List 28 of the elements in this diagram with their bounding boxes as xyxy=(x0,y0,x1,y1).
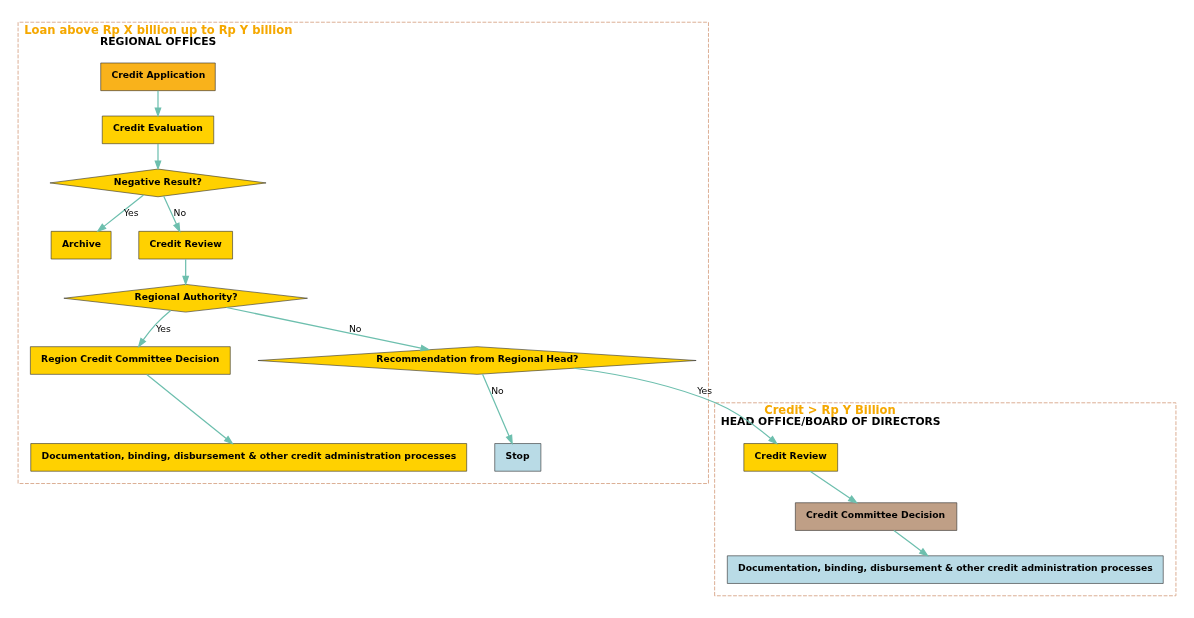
edge-label: No xyxy=(173,207,187,219)
node-diamond: Regional Authority? xyxy=(63,284,308,313)
node-box: Region Credit Committee Decision xyxy=(30,346,231,375)
node-box: Credit Review xyxy=(743,443,838,472)
edge-label: Yes xyxy=(123,207,139,219)
node-diamond: Negative Result? xyxy=(49,168,267,198)
arrow xyxy=(573,367,779,445)
arrow xyxy=(481,373,513,446)
arrow xyxy=(96,194,145,233)
edge-label: Yes xyxy=(155,322,171,334)
node-box: Credit Review xyxy=(138,231,233,260)
arrow xyxy=(163,195,181,233)
node-box: Documentation, binding, disbursement & other credit administration processes xyxy=(30,443,467,472)
node-box: Documentation, binding, disbursement & other credit administration processes xyxy=(727,555,1164,584)
node-box: Archive xyxy=(50,231,112,260)
arrow xyxy=(154,143,162,171)
node-box: Stop xyxy=(494,443,542,472)
edge-label: No xyxy=(348,322,362,334)
arrow xyxy=(893,530,929,557)
arrow xyxy=(146,373,234,445)
node-box: Credit Application xyxy=(100,62,216,91)
arrow xyxy=(809,470,859,504)
arrow xyxy=(154,90,162,118)
node-box: Credit Committee Decision xyxy=(795,502,958,531)
edge-label: No xyxy=(491,385,504,397)
arrow xyxy=(225,306,431,352)
node-box: Credit Evaluation xyxy=(101,115,215,144)
arrow xyxy=(137,309,172,348)
